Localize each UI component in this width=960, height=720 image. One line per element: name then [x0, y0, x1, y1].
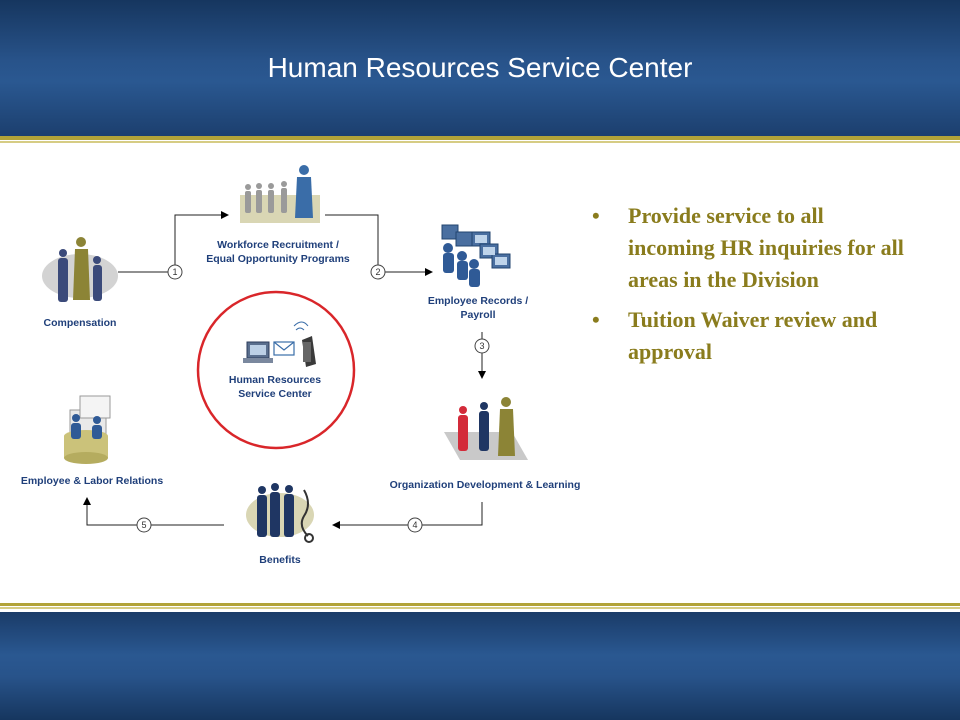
header-gold-stripe [0, 136, 960, 140]
bullet-dot: • [592, 203, 600, 228]
benefits-label: Benefits [259, 554, 301, 566]
footer-thin-stripe [0, 607, 960, 609]
compensation-label: Compensation [44, 317, 117, 329]
header-band: Human Resources Service Center [0, 0, 960, 136]
labor-relations-label: Employee & Labor Relations [21, 475, 164, 487]
service-center-circle [196, 290, 356, 450]
hr-process-diagram: 1 2 3 4 5 Workforce Recruitment / Equal … [21, 165, 581, 566]
svg-text:4: 4 [412, 520, 417, 530]
step-badge-1: 1 [167, 264, 183, 280]
footer-band [0, 612, 960, 720]
recruitment-label-line2: Equal Opportunity Programs [206, 253, 350, 265]
bullet-dot: • [592, 307, 600, 332]
header-thin-stripe [0, 141, 960, 143]
svg-text:5: 5 [141, 520, 146, 530]
recruitment-people-icon [240, 165, 320, 223]
employee-records-computers-icon [441, 224, 511, 287]
step-badge-2: 2 [370, 264, 386, 280]
svg-text:1: 1 [172, 267, 177, 277]
svg-text:3: 3 [479, 341, 484, 351]
benefits-people-icon [246, 483, 314, 543]
service-center-label-line2: Service Center [238, 388, 312, 400]
service-center-icons [243, 321, 316, 367]
step-badge-4: 4 [407, 517, 423, 533]
service-center-label-line1: Human Resources [229, 374, 321, 386]
recruitment-label-line1: Workforce Recruitment / [217, 239, 339, 251]
bullet-item: •Provide service to all incoming HR inqu… [592, 200, 912, 296]
employee-records-label-line1: Employee Records / [428, 295, 528, 307]
employee-records-label-line2: Payroll [460, 309, 495, 321]
organization-development-people-icon [444, 397, 528, 460]
compensation-people-icon [42, 237, 118, 302]
step-badge-5: 5 [136, 517, 152, 533]
svg-text:2: 2 [375, 267, 380, 277]
footer-gold-stripe [0, 603, 960, 606]
organization-development-label: Organization Development & Learning [390, 479, 581, 491]
bullet-item: •Tuition Waiver review and approval [592, 304, 912, 368]
labor-relations-people-icon [64, 395, 111, 464]
page-title: Human Resources Service Center [267, 52, 693, 83]
bullet-list: •Provide service to all incoming HR inqu… [592, 200, 912, 376]
step-badge-3: 3 [474, 338, 490, 354]
